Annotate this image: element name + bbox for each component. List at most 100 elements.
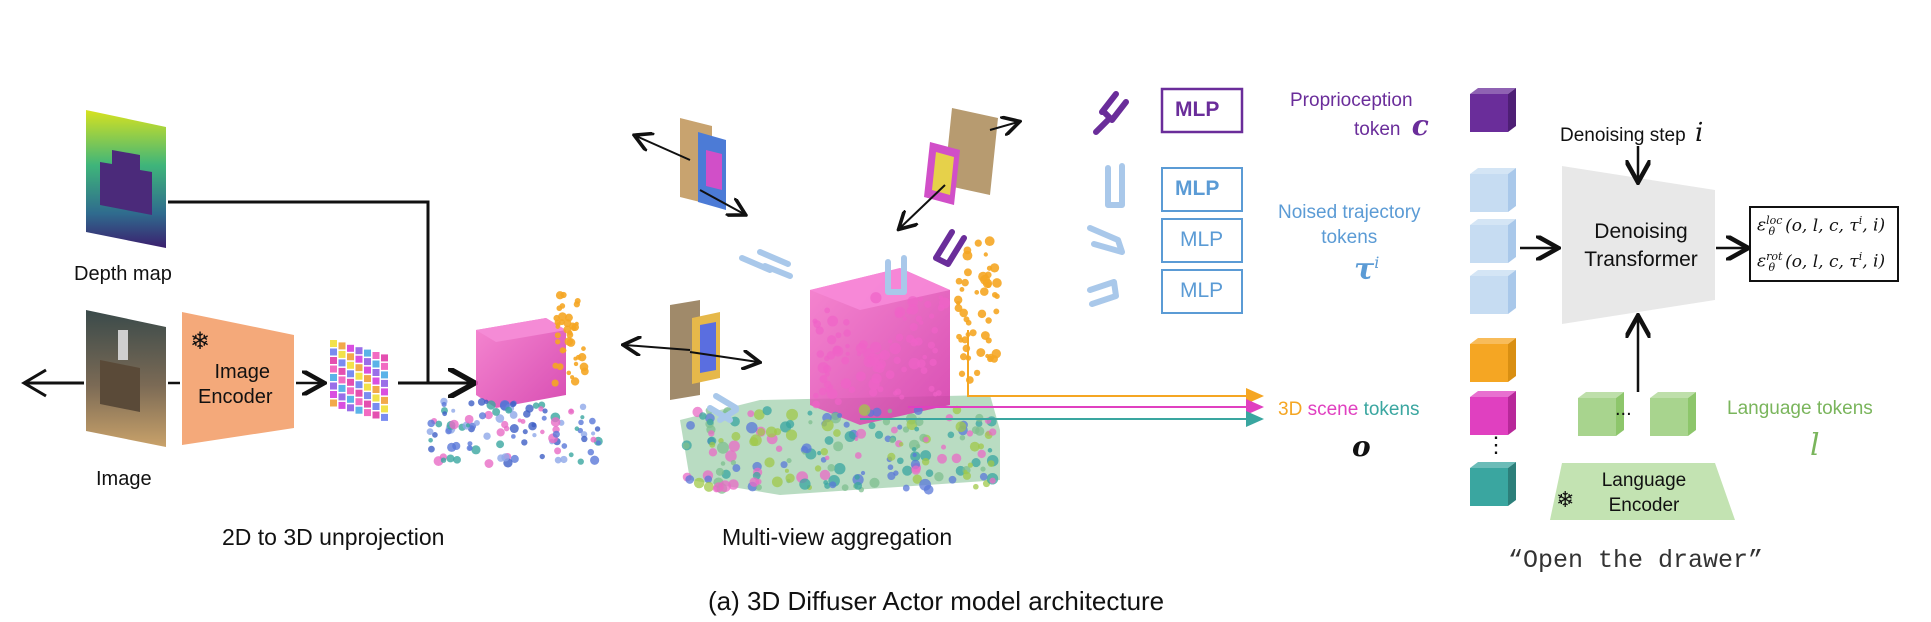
point-dot: [496, 428, 505, 437]
point-dot: [568, 452, 574, 458]
feature-cell: [364, 349, 371, 357]
point-dot: [555, 339, 561, 345]
feature-cell: [347, 344, 354, 352]
point-dot: [560, 291, 567, 299]
unprojected-point-cloud: [426, 291, 603, 468]
point-dot: [987, 460, 995, 467]
point-dot: [484, 399, 489, 404]
point-dot: [927, 341, 935, 349]
point-dot: [812, 318, 818, 324]
point-dot: [877, 386, 884, 393]
multiview-label: Multi-view aggregation: [722, 524, 953, 550]
point-dot: [921, 457, 930, 466]
language-dots: ...: [1615, 398, 1632, 420]
depth-map-label: Depth map: [74, 263, 172, 285]
feature-cell: [330, 382, 337, 390]
image-encoder-label: Image Encoder: [198, 360, 273, 410]
point-dot: [730, 460, 737, 466]
scene-3d-word: 3D: [1278, 399, 1303, 420]
point-dot: [937, 453, 947, 464]
point-dot: [879, 349, 890, 361]
eps-rot-sup: rot: [1766, 250, 1783, 263]
point-dot: [908, 357, 921, 370]
feature-cell: [355, 381, 363, 389]
feature-cell: [372, 360, 380, 368]
feature-cell: [355, 398, 363, 406]
point-dot: [569, 322, 577, 330]
gripper-icon: [1093, 91, 1129, 135]
point-dot: [959, 353, 968, 361]
feature-cell: [338, 350, 346, 358]
point-dot: [468, 400, 475, 407]
language-encoder-block: [1550, 463, 1735, 520]
point-dot: [989, 477, 996, 484]
point-dot: [931, 326, 939, 334]
point-dot: [914, 426, 920, 432]
point-dot: [894, 388, 902, 395]
point-dot: [834, 463, 846, 475]
point-dot: [523, 410, 531, 418]
camera-view-left: [625, 300, 758, 400]
point-dot: [521, 439, 528, 446]
point-dot: [532, 432, 537, 438]
mlp-3-label: MLP: [1180, 279, 1224, 302]
point-dot: [471, 445, 481, 455]
point-dot: [732, 464, 741, 473]
point-dot: [854, 481, 863, 490]
point-dot: [979, 472, 988, 481]
language-symbol: l: [1810, 428, 1820, 463]
point-dot: [496, 440, 505, 449]
point-dot: [934, 472, 944, 482]
point-dot: [556, 305, 563, 312]
scene-tokens-label: 3D scene tokens: [1278, 399, 1420, 421]
point-dot: [816, 350, 825, 358]
point-dot: [466, 445, 473, 452]
denoising-step-symbol: i: [1694, 118, 1704, 148]
feature-cell: [364, 358, 371, 366]
point-dot: [813, 392, 819, 399]
point-dot: [989, 263, 1000, 273]
mlp-1-label: MLP: [1175, 177, 1220, 200]
feature-cell: [347, 404, 354, 412]
point-dot: [912, 452, 917, 458]
point-dot: [828, 384, 834, 390]
feature-cell: [355, 347, 363, 355]
feature-cell: [347, 395, 354, 403]
point-dot: [969, 441, 980, 452]
point-dot: [973, 483, 979, 490]
feature-cell: [347, 361, 354, 369]
point-dot: [854, 474, 860, 480]
point-dot: [510, 454, 519, 463]
point-dot: [579, 362, 589, 372]
point-dot: [887, 408, 893, 414]
trajectory-token-cube: [1470, 270, 1516, 314]
point-dot: [775, 445, 783, 452]
feature-cell: [381, 362, 388, 370]
point-dot: [574, 426, 580, 431]
point-dot: [432, 432, 438, 438]
feature-cell: [364, 383, 371, 391]
point-dot: [955, 421, 967, 433]
point-dot: [841, 484, 849, 492]
proprio-token-label: Proprioception token c: [1290, 88, 1429, 142]
image-label: Image: [96, 468, 152, 490]
point-dot: [977, 309, 987, 319]
point-dot: [984, 236, 995, 247]
point-dot: [509, 411, 518, 419]
point-dot: [568, 408, 575, 415]
point-dot: [492, 407, 501, 416]
gripper-icon: [739, 249, 793, 279]
point-dot: [587, 448, 595, 456]
point-dot: [963, 316, 970, 323]
point-dot: [827, 463, 836, 472]
feature-cell: [347, 370, 354, 378]
point-dot: [564, 337, 574, 346]
scene-symbol: o: [1352, 430, 1371, 463]
point-dot: [906, 419, 918, 431]
point-dot: [786, 408, 799, 421]
point-dot: [511, 434, 516, 439]
mlp-box-3: [1161, 269, 1243, 314]
feature-cell: [381, 354, 388, 362]
point-dot: [581, 346, 586, 351]
point-dot: [685, 475, 695, 484]
